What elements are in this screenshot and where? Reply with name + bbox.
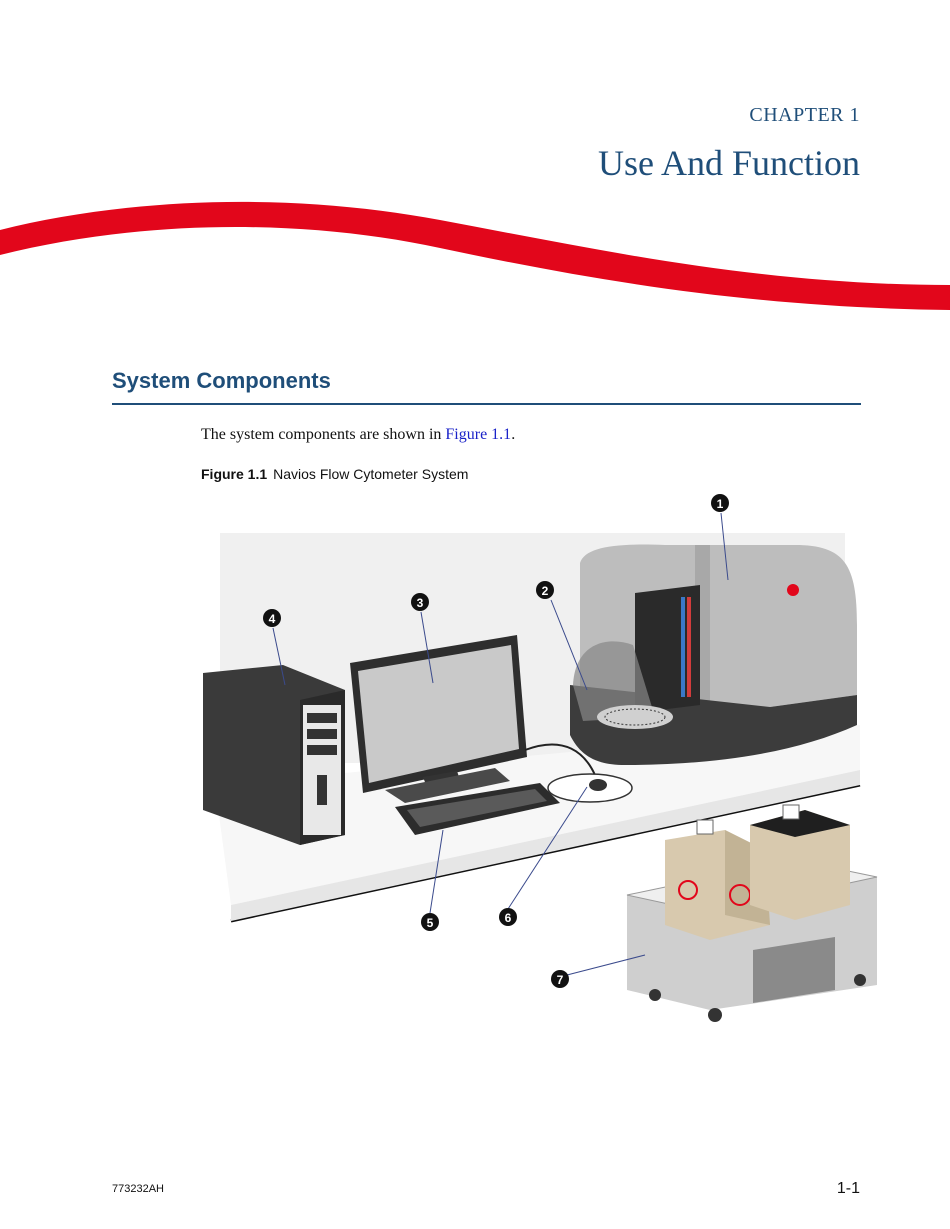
- flow-cytometer: [570, 544, 857, 765]
- mouse-and-pad: [547, 773, 633, 803]
- document-number: 773232AH: [112, 1183, 164, 1195]
- section-heading: System Components: [112, 368, 331, 393]
- callout-lines: [272, 512, 729, 976]
- pc-tower: [203, 665, 345, 845]
- svg-text:5: 5: [427, 916, 434, 930]
- chapter-title: Use And Function: [597, 143, 860, 183]
- body-paragraph: The system components are shown in Figur…: [201, 426, 515, 444]
- callout-5: 5: [421, 913, 439, 931]
- callout-2: 2: [536, 581, 554, 599]
- body-text-end: .: [511, 426, 516, 443]
- waste-cart: [626, 804, 878, 1022]
- section-divider: [112, 403, 861, 405]
- svg-text:6: 6: [505, 911, 512, 925]
- monitor: [350, 635, 527, 803]
- callout-7: 7: [551, 970, 569, 988]
- figure-caption: Figure 1.1 Navios Flow Cytometer System: [201, 466, 468, 482]
- svg-text:7: 7: [557, 973, 564, 987]
- keyboard: [395, 783, 560, 835]
- svg-text:2: 2: [542, 584, 549, 598]
- body-text-start: The system components are shown in: [201, 426, 446, 443]
- figure-title: Navios Flow Cytometer System: [273, 466, 469, 482]
- decorative-swoosh: [0, 201, 950, 310]
- svg-text:1: 1: [717, 497, 724, 511]
- callout-4: 4: [263, 609, 281, 627]
- figure-link[interactable]: Figure 1.1: [445, 426, 512, 443]
- figure-illustration: 1 2 3 4 5 6 7: [203, 494, 878, 1022]
- chapter-label: CHAPTER 1: [749, 104, 860, 126]
- callout-3: 3: [411, 593, 429, 611]
- callout-6: 6: [499, 908, 517, 926]
- page-number: 1-1: [836, 1180, 860, 1197]
- svg-text:4: 4: [269, 612, 276, 626]
- figure-number: Figure 1.1: [201, 466, 268, 482]
- callout-1: 1: [711, 494, 729, 512]
- svg-text:3: 3: [417, 596, 424, 610]
